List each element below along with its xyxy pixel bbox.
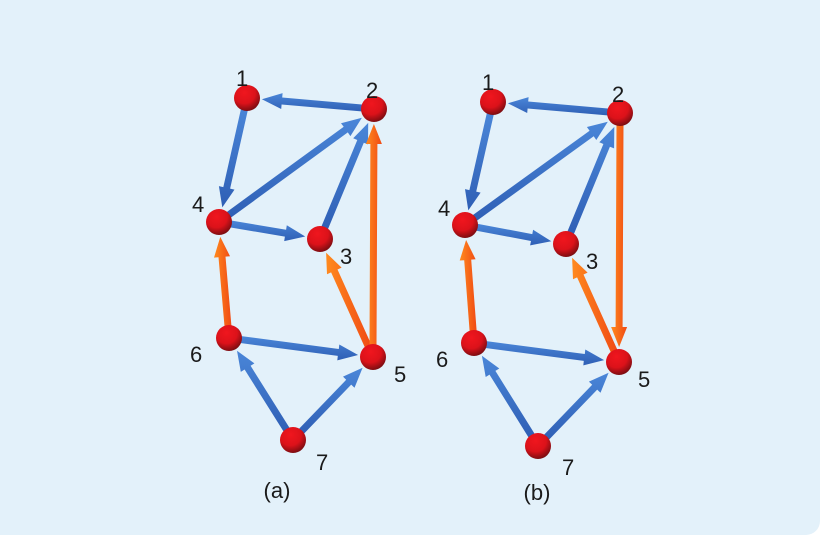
edge-1-to-4-arrow-icon [465,111,494,211]
edge-4-to-2-arrow-icon [225,117,362,219]
node-label-6: 6 [190,342,202,367]
node-label-7: 7 [316,450,328,475]
node-label-2: 2 [612,82,624,107]
edge-1-to-4-arrow-icon [218,108,248,208]
node-label-4: 4 [438,196,450,221]
node-label-5: 5 [638,367,650,392]
graph-panel-a: 1 2 3 4 5 6 7 [190,66,406,475]
node-5 [606,349,632,375]
node-7 [525,433,551,459]
node-label-3: 3 [340,244,352,269]
edge-6-to-5-arrow-icon [239,336,359,361]
caption-b: (b) [524,480,551,505]
edge-2-to-5-arrow-icon [611,124,628,347]
node-2 [607,100,633,126]
node-label-6: 6 [436,347,448,372]
edge-6-to-4-arrow-icon [459,240,477,333]
node-label-4: 4 [192,192,204,217]
edge-4-to-3-arrow-icon [229,220,306,242]
node-4 [452,212,478,238]
node-label-2: 2 [366,78,378,103]
edge-7-to-5-arrow-icon [543,372,609,441]
edge-2-to-1-arrow-icon [507,97,610,116]
edge-2-to-1-arrow-icon [261,93,364,112]
edge-6-to-5-arrow-icon [484,341,605,366]
edge-4-to-3-arrow-icon [475,223,552,246]
node-1 [480,89,506,115]
edge-4-to-2-arrow-icon [471,121,608,222]
edge-5-to-2-arrow-icon [365,124,382,346]
edge-7-to-6-arrow-icon [481,355,536,439]
edge-6-to-4-arrow-icon [214,236,232,328]
graph-panel-b: 1 2 3 4 5 6 7 [436,70,650,480]
edge-5-to-3-arrow-icon [572,257,618,354]
caption-a: (a) [264,478,291,503]
edge-3-to-2-arrow-icon [321,122,369,231]
node-6 [461,330,487,356]
node-label-5: 5 [394,362,406,387]
node-2 [361,96,387,122]
edge-5-to-3-arrow-icon [326,252,372,349]
node-5 [360,344,386,370]
edge-7-to-6-arrow-icon [237,350,291,433]
edge-3-to-2-arrow-icon [567,126,615,236]
node-1 [234,85,260,111]
node-3 [553,231,579,257]
node-7 [280,427,306,453]
edge-7-to-5-arrow-icon [298,367,363,435]
node-6 [216,325,242,351]
node-3 [307,226,333,252]
node-label-1: 1 [482,70,494,95]
node-label-3: 3 [586,249,598,274]
node-label-1: 1 [236,66,248,91]
node-4 [206,209,232,235]
node-label-7: 7 [562,455,574,480]
